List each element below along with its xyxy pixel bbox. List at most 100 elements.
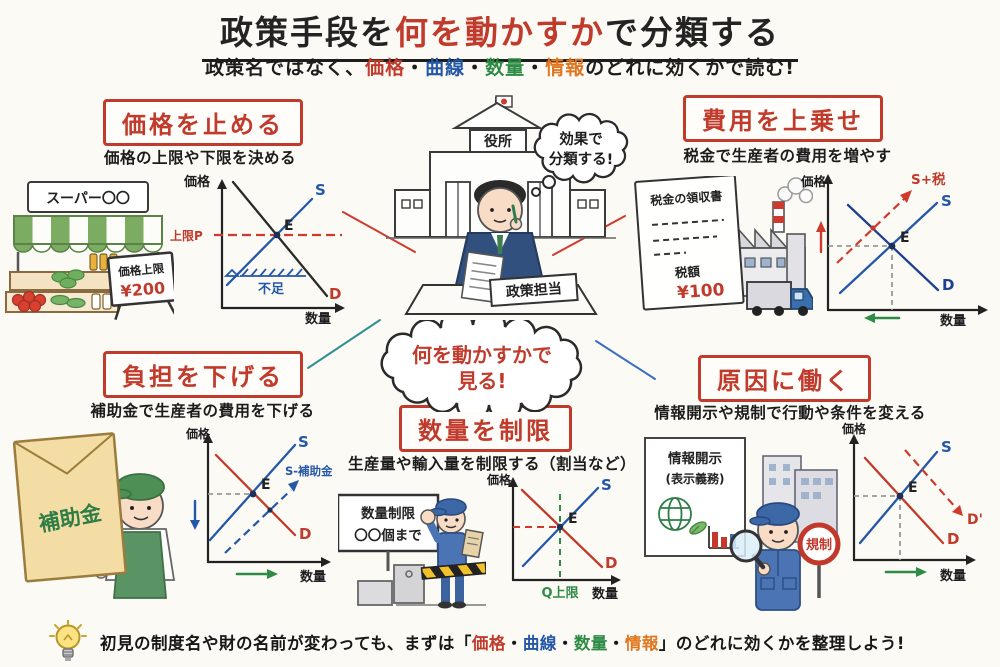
- x-axis-label: 数量: [305, 311, 331, 327]
- equilibrium-label: E: [900, 230, 910, 246]
- term-curve: 曲線: [522, 634, 557, 653]
- supply-label: S: [315, 181, 326, 199]
- equilibrium-label: E: [284, 218, 294, 234]
- quantity-sign: 数量制限 〇〇個まで: [338, 493, 440, 571]
- equilibrium-label: E: [568, 511, 578, 527]
- section-desc-subsidy: 補助金で生産者の費用を下げる: [90, 402, 315, 420]
- cap-label: Q上限: [541, 586, 579, 601]
- supply-label: S: [298, 433, 309, 451]
- graph-price-cap: 価格 数量 上限P E S D 不足: [170, 174, 345, 327]
- demand-label: D: [299, 525, 311, 543]
- poster-line1: 情報開示: [668, 450, 722, 467]
- lightbulb-icon: [49, 620, 87, 661]
- term-curve: 曲線: [425, 57, 466, 79]
- term-sep: ・: [607, 634, 625, 653]
- thought-bubble: 効果で 分類する!: [531, 112, 629, 197]
- y-axis-label: 価格: [486, 472, 512, 487]
- term-sep: ・: [505, 634, 523, 653]
- subsidy-illustration: 補助金: [12, 432, 176, 599]
- term-quantity: 数量: [485, 57, 526, 79]
- term-price: 価格: [471, 634, 506, 653]
- term-info: 情報: [545, 57, 586, 79]
- shift-label: D': [967, 512, 983, 528]
- page-title: 政策手段を何を動かすかで分類する: [0, 6, 1000, 62]
- tax-illustration: 税金の領収書 税額 ¥100: [634, 176, 813, 316]
- term-sep: ・: [465, 57, 486, 79]
- section-heading-subsidy: 負担を下げる: [103, 351, 303, 398]
- government-office-illustration: 役所: [386, 95, 616, 315]
- graph-subsidy: 価格 数量 E S D S-補助金: [185, 426, 333, 585]
- x-axis-label: 数量: [940, 568, 966, 584]
- truck-icon: [746, 281, 813, 316]
- y-axis-label: 価格: [183, 174, 211, 190]
- regulation-label: 規制: [806, 537, 832, 553]
- awning: [13, 215, 163, 253]
- y-axis-label: 価格: [800, 174, 827, 189]
- section-desc-price-cap: 価格の上限や下限を決める: [103, 149, 296, 167]
- factory-icon: [738, 177, 813, 297]
- section-desc-tax: 税金で生産者の費用を増やす: [683, 147, 892, 165]
- shortage-label: 不足: [258, 282, 285, 297]
- receipt-amount-label: 税額: [674, 264, 700, 281]
- leaf-icon: [689, 521, 707, 535]
- thought-line2: 分類する!: [549, 151, 614, 168]
- produce-greens: [50, 269, 86, 309]
- title-highlight: 何を動かすか: [395, 13, 605, 52]
- term-price: 価格: [365, 57, 406, 79]
- footer-suffix: 」のどれに効くかを整理しよう!: [658, 634, 905, 653]
- y-axis-label: 価格: [841, 421, 867, 436]
- sign-line1: 数量制限: [361, 505, 415, 522]
- shift-label: S+税: [911, 171, 946, 188]
- desk-sign-label: 政策担当: [505, 280, 562, 301]
- subtitle-suffix: のどれに効くかで読む!: [585, 57, 795, 79]
- cap-label: 上限P: [170, 228, 203, 243]
- board-price: ¥200: [120, 278, 166, 301]
- cause-illustration: 情報開示 (表示義務): [644, 437, 841, 611]
- equilibrium-label: E: [261, 477, 271, 493]
- store-sign-label: スーパー〇〇: [46, 190, 130, 207]
- title-part1: 政策手段を: [220, 13, 395, 52]
- subsidy-envelope: 補助金: [12, 432, 127, 583]
- supply-label: S: [941, 192, 952, 210]
- section-heading-cause: 原因に働く: [698, 355, 871, 402]
- y-axis-label: 価格: [185, 426, 211, 441]
- section-heading-price-cap: 価格を止める: [103, 99, 303, 146]
- term-info: 情報: [624, 634, 659, 653]
- footer-note: 初見の制度名や財の名前が変わっても、まずは「価格・曲線・数量・情報」のどれに効く…: [100, 630, 980, 654]
- produce-bottles: [89, 253, 118, 310]
- disclosure-poster: 情報開示 (表示義務): [644, 437, 746, 557]
- x-axis-label: 数量: [592, 586, 618, 602]
- demand-label: D: [329, 285, 341, 303]
- price-cap-board: 価格上限 ¥200: [106, 251, 174, 320]
- title-part2: で分類する: [605, 13, 780, 52]
- produce-tomatoes: [11, 290, 47, 313]
- section-desc-quantity: 生産量や輸入量を制限する（割当など）: [348, 455, 637, 473]
- graph-tax: 価格 数量 E S D S+税: [800, 171, 988, 328]
- section-desc-cause: 情報開示や規制で行動や条件を変える: [654, 404, 926, 422]
- graph-quantity: 価格 数量 E S D Q上限: [486, 472, 621, 602]
- section-heading-quantity: 数量を制限: [399, 405, 572, 452]
- thought-line1: 効果で: [559, 130, 603, 148]
- market-stall-illustration: スーパー〇〇: [5, 181, 174, 320]
- x-axis-label: 数量: [940, 313, 966, 328]
- graph-cause: 価格 数量 E S D D': [841, 421, 983, 584]
- term-quantity: 数量: [573, 634, 608, 653]
- sign-line2: 〇〇個まで: [354, 527, 422, 544]
- building-sign-label: 役所: [484, 133, 512, 150]
- footer-prefix: 初見の制度名や財の名前が変わっても、まずは「: [100, 634, 472, 653]
- demand-label: D: [605, 554, 617, 572]
- worker-with-clipboard: [420, 498, 484, 609]
- globe-icon: [658, 497, 692, 531]
- shortage-hatch: [223, 268, 306, 277]
- desk-nameplate: 政策担当: [488, 272, 579, 308]
- demand-label: D: [942, 276, 954, 294]
- tax-receipt: 税金の領収書 税額 ¥100: [634, 176, 745, 311]
- barrier-icon: [357, 561, 486, 606]
- cloud-line2: 見る!: [457, 369, 506, 393]
- term-sep: ・: [556, 634, 574, 653]
- poster-line2: (表示義務): [666, 471, 725, 486]
- cloud-bubble: 何を動かすかで 見る!: [380, 320, 583, 412]
- page-subtitle: 政策名ではなく、価格・曲線・数量・情報のどれに効くかで読む!: [0, 53, 1000, 80]
